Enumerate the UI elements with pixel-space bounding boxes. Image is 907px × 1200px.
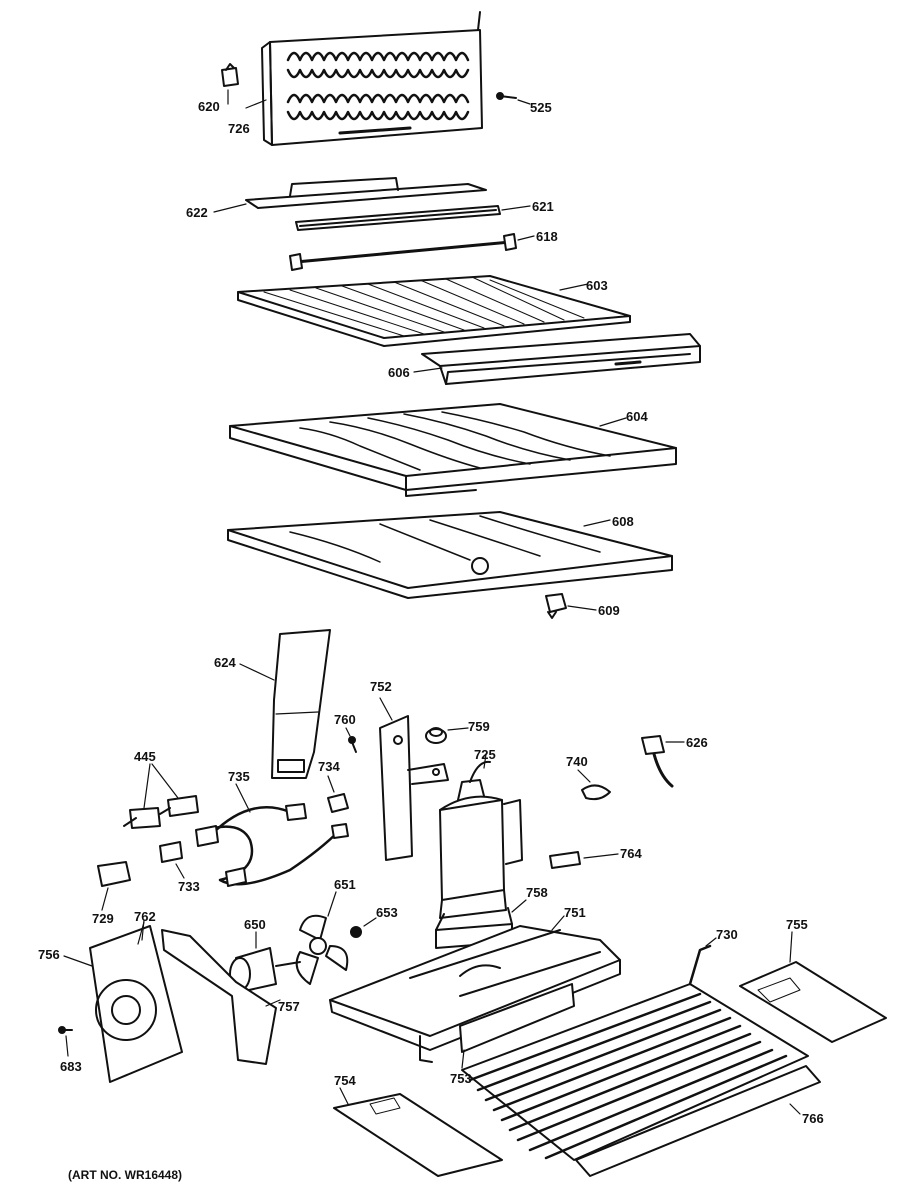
compressor-725 <box>435 760 523 949</box>
callout-606: 606 <box>388 365 410 380</box>
fan-motor-650 <box>229 947 301 993</box>
callout-764: 764 <box>620 846 642 861</box>
screw-525 <box>496 92 517 100</box>
panel-755 <box>739 961 887 1043</box>
clamp-740 <box>581 784 611 801</box>
callout-730: 730 <box>716 927 738 942</box>
nut-653 <box>350 926 362 938</box>
callout-734: 734 <box>318 759 340 774</box>
callout-759: 759 <box>468 719 490 734</box>
callout-762: 762 <box>134 909 156 924</box>
harness-735 <box>195 803 349 887</box>
callout-754: 754 <box>334 1073 356 1088</box>
drip-tray-604 <box>229 403 677 497</box>
callout-626: 626 <box>686 735 708 750</box>
pan-606 <box>421 333 701 385</box>
insulation-766 <box>575 1065 821 1177</box>
callout-651: 651 <box>334 877 356 892</box>
callout-445: 445 <box>134 749 156 764</box>
clip-620 <box>221 63 239 87</box>
callout-618: 618 <box>536 229 558 244</box>
callout-603: 603 <box>586 278 608 293</box>
callout-729: 729 <box>92 911 114 926</box>
part-729 <box>97 861 131 887</box>
callout-725: 725 <box>474 747 496 762</box>
connectors-445 <box>123 795 199 829</box>
callout-726: 726 <box>228 121 250 136</box>
callout-740: 740 <box>566 754 588 769</box>
base-751 <box>329 925 621 1063</box>
callout-758: 758 <box>526 885 548 900</box>
grommet-609 <box>545 593 567 619</box>
callout-653: 653 <box>376 905 398 920</box>
duct-624 <box>271 629 331 779</box>
screw-760 <box>348 736 357 753</box>
callout-760: 760 <box>334 712 356 727</box>
shelf-603 <box>237 275 631 347</box>
insulation-757 <box>161 929 277 1065</box>
condenser-730 <box>461 944 809 1161</box>
callout-757: 757 <box>278 999 300 1014</box>
callout-683: 683 <box>60 1059 82 1074</box>
screw-683 <box>58 1026 73 1034</box>
clip-764 <box>549 851 581 869</box>
evaporator-coil-726 <box>261 11 483 146</box>
callout-733: 733 <box>178 879 200 894</box>
fan-shroud-756 <box>89 925 183 1083</box>
callout-609: 609 <box>598 603 620 618</box>
panel-754 <box>333 1093 503 1177</box>
grommet-759 <box>425 727 447 744</box>
callout-650: 650 <box>244 917 266 932</box>
fan-blade-651 <box>295 914 349 985</box>
sensor-734 <box>327 793 349 813</box>
heater-618 <box>289 233 517 271</box>
art-number: (ART NO. WR16448) <box>68 1168 183 1182</box>
relay-626 <box>641 735 674 788</box>
callout-753: 753 <box>450 1071 472 1086</box>
callout-525: 525 <box>530 100 552 115</box>
strip-753 <box>459 983 575 1053</box>
callout-751: 751 <box>564 905 586 920</box>
callout-756: 756 <box>38 947 60 962</box>
heater-621 <box>295 205 501 231</box>
callout-735: 735 <box>228 769 250 784</box>
bracket-752 <box>379 715 449 861</box>
tray-608 <box>227 511 673 599</box>
callout-755: 755 <box>786 917 808 932</box>
callout-624: 624 <box>214 655 236 670</box>
callout-766: 766 <box>802 1111 824 1126</box>
callout-608: 608 <box>612 514 634 529</box>
callout-621: 621 <box>532 199 554 214</box>
callout-622: 622 <box>186 205 208 220</box>
cover-622 <box>245 177 487 209</box>
callout-620: 620 <box>198 99 220 114</box>
connector-733 <box>159 841 183 863</box>
callout-604: 604 <box>626 409 648 424</box>
callout-752: 752 <box>370 679 392 694</box>
